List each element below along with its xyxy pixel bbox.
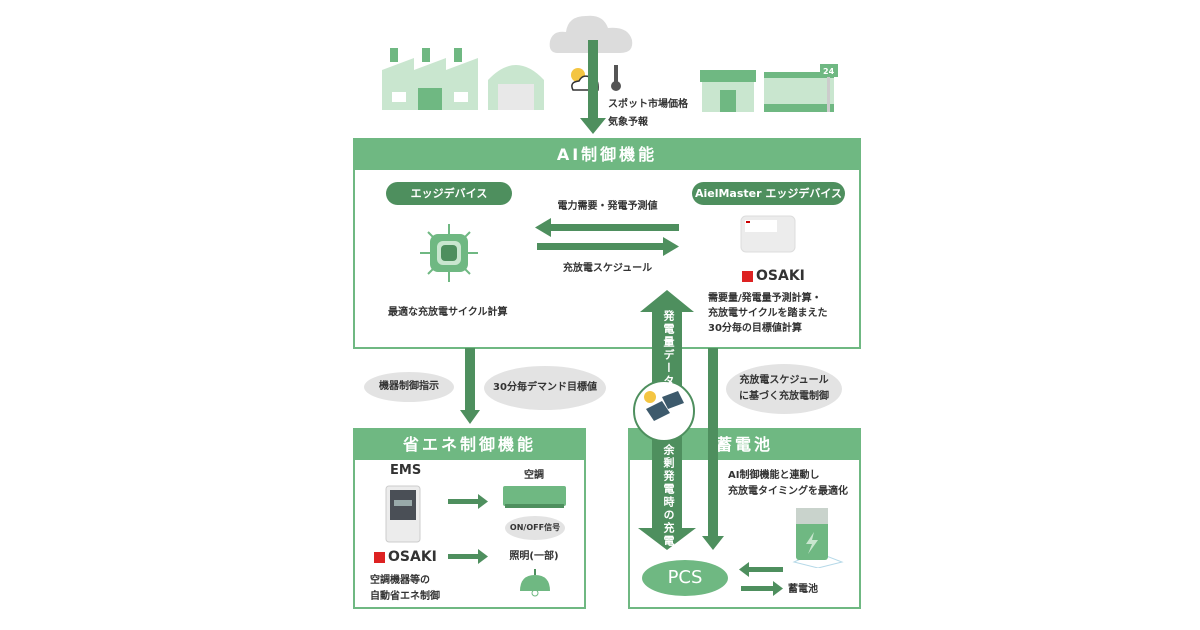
ems-output-arrows [448, 494, 488, 564]
battery-desc-2: 充放電タイミングを最適化 [728, 486, 848, 497]
ems-desc-2: 自動省エネ制御 [370, 591, 440, 602]
weather-forecast-label: 気象予報 [608, 117, 648, 128]
store-sign: 24 [823, 67, 835, 76]
lamp-icon [520, 569, 550, 597]
ems-osaki-logo: OSAKI [374, 549, 437, 565]
aiel-desc-3: 30分毎の目標値計算 [708, 323, 802, 334]
pcs-battery-arrows [739, 562, 783, 596]
battery-label: 蓄電池 [788, 584, 818, 595]
surplus-charge-label: 余剰発電時の充電 [662, 444, 675, 548]
schedule-control-line2: に基づく充放電制御 [739, 391, 829, 402]
stores-icon: 24 [700, 64, 838, 112]
lighting-label: 照明(一部) [509, 551, 559, 562]
pv-arrows [638, 290, 696, 550]
generation-data-label: 発電量データ [662, 310, 675, 388]
ac-label: 空調 [524, 470, 544, 481]
ems-desc-1: 空調機器等の [370, 575, 430, 586]
exchange-arrows [535, 218, 679, 256]
cloud-icon [549, 15, 633, 53]
onoff-signal-oval: ON/OFF信号 [505, 516, 565, 540]
input-arrow-down [580, 40, 606, 134]
aiel-desc-2: 充放電サイクルを踏まえた [708, 308, 828, 319]
ai-control-title: AI制御機能 [355, 140, 859, 170]
osaki-logo: OSAKI [742, 268, 805, 284]
battery-desc-1: AI制御機能と連動し [728, 470, 820, 481]
osaki-brand: OSAKI [756, 268, 805, 284]
market-price-label: スポット市場価格 [608, 99, 688, 110]
schedule-label: 充放電スケジュール [562, 263, 653, 274]
edge-description: 最適な充放電サイクル計算 [388, 307, 508, 318]
air-conditioner-icon [503, 486, 566, 508]
aielmaster-device-image [740, 215, 796, 253]
control-arrow-down [460, 348, 480, 424]
schedule-control-oval: 充放電スケジュール に基づく充放電制御 [726, 364, 842, 414]
battery-icon [792, 508, 844, 568]
forecast-label: 電力需要・発電予測値 [557, 201, 658, 212]
factory-warehouse-icon [382, 48, 544, 110]
device-control-oval: 機器制御指示 [364, 372, 454, 402]
ems-label: EMS [390, 463, 422, 478]
battery-control-arrow-down [702, 348, 724, 550]
solar-panel-icon [633, 380, 695, 442]
pcs-node: PCS [642, 560, 728, 596]
schedule-control-line1: 充放電スケジュール [739, 375, 829, 386]
chip-icon [420, 224, 478, 282]
energy-saving-title: 省エネ制御機能 [355, 430, 584, 460]
ems-osaki-brand: OSAKI [388, 549, 437, 565]
demand-target-oval: 30分毎デマンド目標値 [484, 366, 606, 410]
edge-device-pill: エッジデバイス [386, 182, 512, 205]
aielmaster-pill: AielMaster エッジデバイス [692, 182, 845, 205]
ems-device-image [385, 485, 421, 543]
aiel-desc-1: 需要量/発電量予測計算・ [708, 293, 822, 304]
